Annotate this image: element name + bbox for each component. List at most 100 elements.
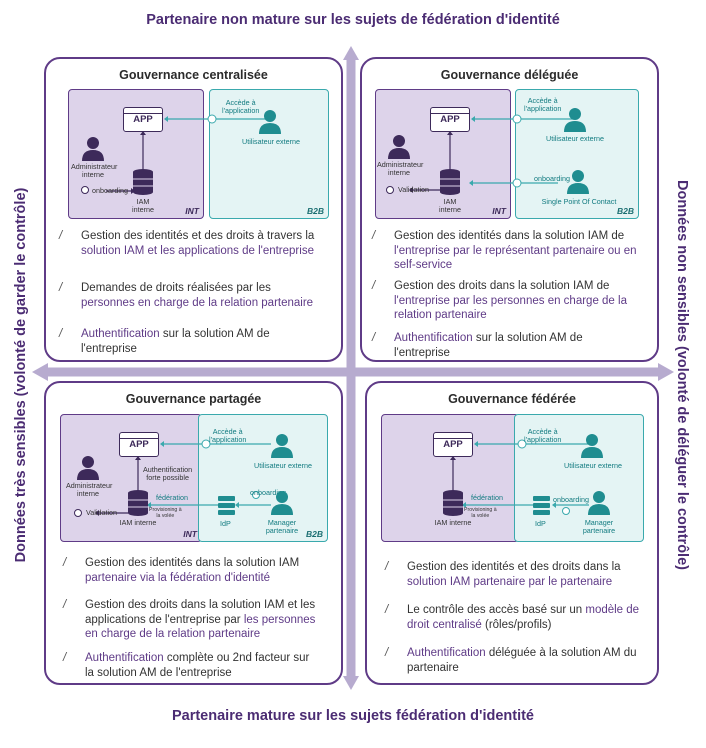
arrow-right-head: [658, 363, 674, 381]
idp-label: IdP: [220, 519, 231, 528]
bullet-text: sur la solution AM de: [472, 332, 583, 344]
bullet-text: sur la solution AM de: [159, 328, 270, 340]
user-label: Utilisateur externe: [546, 134, 604, 143]
admin-icon: [388, 135, 410, 159]
bullet-text: complète ou 2nd facteur sur: [163, 652, 310, 664]
bullet-line: solution IAM partenaire par le partenair…: [407, 575, 621, 590]
bullet-text: les personnes: [243, 613, 316, 626]
bullet-1: /Gestion des identités et des droits dan…: [385, 560, 621, 590]
bullet-line: Gestion des identités et des droits à tr…: [81, 229, 314, 244]
onboarding-label: onboarding: [250, 488, 286, 497]
q3-connectors: [74, 439, 271, 517]
idp-server-icon: [533, 496, 550, 515]
database-icon: [133, 169, 153, 195]
quadrant-deleguee: Gouvernance déléguée INT B2B APP Adminis…: [360, 57, 659, 362]
bullet-line: self-service: [394, 258, 637, 273]
user-icon: [259, 110, 281, 134]
federation-label: fédération: [156, 493, 188, 502]
bullet-line: Authentification complète ou 2nd facteur…: [85, 651, 309, 666]
bullet-1: /Gestion des identités dans la solution …: [63, 556, 300, 586]
user-label: Utilisateur externe: [254, 461, 312, 470]
user-icon: [581, 434, 603, 458]
database-icon: [443, 490, 463, 516]
admin-icon: [82, 137, 104, 161]
bullet-3: /Authentification complète ou 2nd facteu…: [63, 651, 310, 679]
b2b-tag: B2B: [305, 529, 323, 539]
bullet-line: partenaire via la fédération d'identité: [85, 571, 299, 586]
bullet-text: Authentification: [85, 652, 164, 664]
iam-label: IAM interne: [119, 518, 157, 527]
bullet-line: Demandes de droits réalisées par les: [81, 281, 313, 296]
bullet-line: Authentification déléguée à la solution …: [407, 646, 637, 661]
database-icon: [128, 490, 148, 516]
bullet-line: Gestion des identités dans la solution I…: [85, 556, 299, 571]
bullet-line: relation partenaire: [394, 308, 627, 323]
bullet-line: solution IAM et les applications de l'en…: [81, 244, 314, 259]
app-icon: APP: [430, 107, 470, 132]
spoc-icon: [567, 170, 589, 194]
bullet-2: /Gestion des droits dans la solution IAM…: [372, 279, 627, 323]
bullet-line: applications de l'entreprise par les per…: [85, 613, 315, 628]
bullet-text: l'entreprise: [81, 342, 137, 355]
bullet-line: l'entreprise par le représentant partena…: [394, 244, 637, 259]
bullet-line: l'entreprise: [394, 346, 583, 361]
int-tag: INT: [492, 206, 506, 216]
bullet-line: partenaire: [407, 661, 637, 676]
spoc-label: Single Point Of Contact: [541, 197, 617, 206]
quadrant-centralisee: Gouvernance centralisée INT B2B APP Admi…: [44, 57, 343, 362]
bullet-text: personnes en charge de la relation parte…: [81, 296, 314, 309]
admin-icon: [77, 456, 99, 480]
arrow-down-head: [343, 676, 359, 690]
bullet-1: /Gestion des identités dans la solution …: [372, 229, 637, 273]
bullet-line: droit centralisé (rôles/profils): [407, 618, 639, 633]
q2-connectors: [386, 114, 574, 194]
bullet-line: Gestion des identités et des droits dans…: [407, 560, 621, 575]
database-icon: [440, 169, 460, 195]
axis-left-label: Données très sensibles (volonté de garde…: [13, 187, 29, 563]
bullet-text: Gestion des droits dans la solution IAM …: [394, 280, 610, 292]
idp-server-icon: [218, 496, 235, 515]
bullet-line: Authentification sur la solution AM de: [81, 327, 270, 342]
bullet-line: Gestion des identités dans la solution I…: [394, 229, 637, 244]
onboarding-label: onboarding: [534, 174, 570, 183]
quadrant-title: Gouvernance centralisée: [119, 68, 268, 82]
bullet-line: Authentification sur la solution AM de: [394, 331, 583, 346]
bullet-text: Gestion des identités dans la solution I…: [85, 557, 300, 569]
bullet-line: Le contrôle des accès basé sur un modèle…: [407, 603, 639, 618]
quadrant-federee: Gouvernance fédérée APP IAM interne fédé…: [365, 381, 659, 685]
user-label: Utilisateur externe: [564, 461, 622, 470]
bullet-text: Gestion des droits dans la solution IAM …: [85, 599, 316, 611]
bullet-line: l'entreprise: [81, 342, 270, 357]
bullet-text: Gestion des identités dans la solution I…: [394, 230, 625, 242]
bullet-text: déléguée à la solution AM du: [485, 647, 637, 659]
bullet-text: partenaire via la fédération d'identité: [85, 571, 271, 584]
bullet-line: Gestion des droits dans la solution IAM …: [394, 279, 627, 294]
manager-icon: [271, 491, 293, 515]
bullet-text: Authentification: [81, 328, 160, 340]
bullet-text: partenaire: [407, 661, 459, 674]
quadrant-partagee: Gouvernance partagée INT B2B APP Adminis…: [44, 381, 343, 685]
bullet-text: Authentification: [407, 647, 486, 659]
app-icon: APP: [119, 432, 159, 457]
bullet-text: solution IAM et les applications de l'en…: [81, 244, 314, 257]
quadrant-title: Gouvernance partagée: [125, 392, 262, 406]
bullet-text: droit centralisé: [407, 618, 482, 631]
bullet-text: applications de l'entreprise par: [85, 613, 244, 626]
axis-right-label: Données non sensibles (volonté de délégu…: [674, 180, 690, 570]
bullet-text: Demandes de droits réalisées par les: [81, 282, 271, 294]
int-tag: INT: [185, 206, 199, 216]
